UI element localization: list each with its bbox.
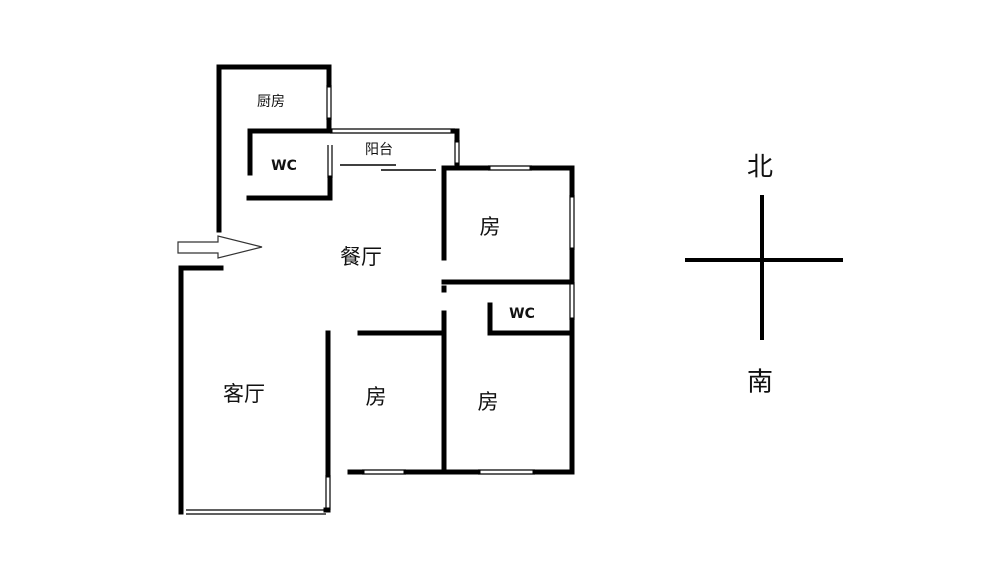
room-label-bedroom-se: 房 — [477, 390, 499, 414]
compass-cross-icon — [685, 195, 843, 340]
room-label-bedroom-ne: 房 — [479, 215, 501, 239]
walls — [178, 64, 575, 515]
room-label-bedroom-sw: 房 — [365, 385, 387, 409]
compass-south-label: 南 — [746, 367, 774, 398]
windows — [186, 85, 575, 515]
room-label-balcony: 阳台 — [365, 142, 393, 158]
room-label-wc-upper: WC — [271, 158, 297, 174]
room-label-dining: 餐厅 — [340, 245, 382, 269]
room-label-kitchen: 厨房 — [257, 94, 285, 110]
room-label-wc-lower: WC — [509, 306, 535, 322]
entrance-arrow-icon — [177, 235, 263, 259]
room-label-living: 客厅 — [223, 382, 265, 406]
compass-north-label: 北 — [746, 152, 774, 183]
